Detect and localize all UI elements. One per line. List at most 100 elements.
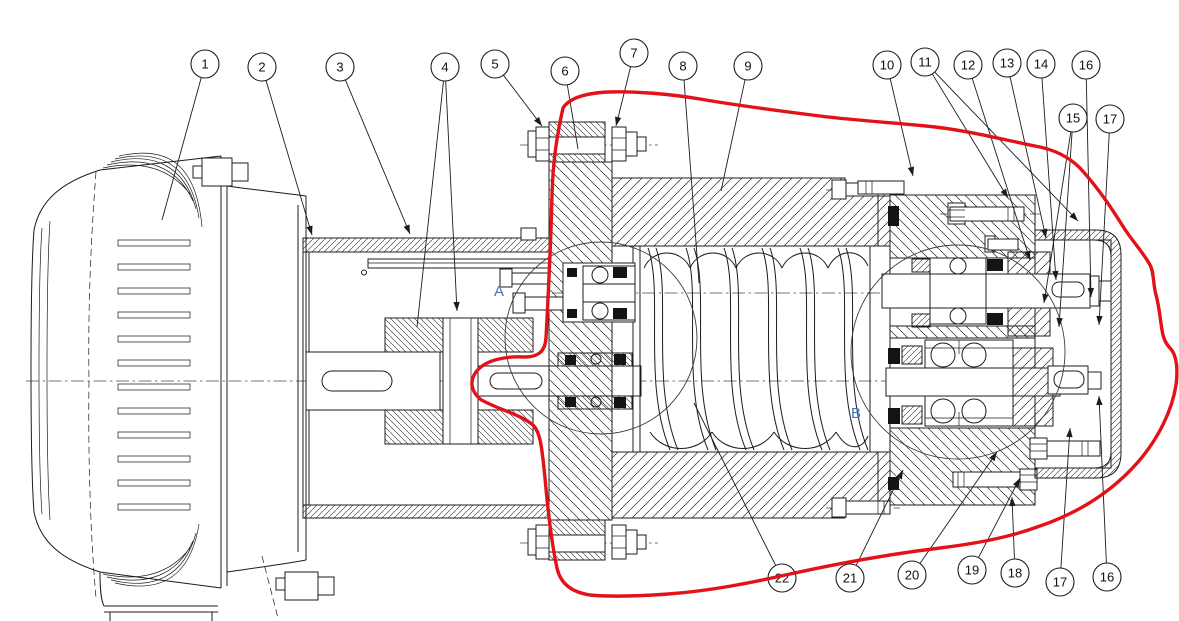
cover-bottom-stud-hex [1029, 437, 1048, 460]
leader-arrowhead [453, 301, 460, 311]
leader-line-12 [971, 78, 1031, 261]
balloon-19: 19 [957, 477, 1021, 585]
balloon-number-16: 16 [1100, 570, 1114, 585]
screw-rotor [643, 247, 869, 451]
leader-arrowhead [1024, 250, 1031, 260]
balloon-circle-7 [619, 38, 649, 68]
motor-lug-side [231, 162, 249, 182]
seal-ring-3 [565, 397, 576, 407]
lower-plug-slot [1053, 370, 1085, 389]
upper-right-retainer-2 [911, 313, 931, 328]
balloon-18: 18 [1000, 496, 1030, 588]
motor-foot [99, 571, 218, 621]
leader-line-18 [1011, 496, 1015, 560]
balloon-17: 17 [1045, 427, 1075, 597]
leader-arrowhead [1000, 188, 1008, 198]
balloon-number-13: 13 [1000, 56, 1014, 71]
detail-circle-a [504, 241, 698, 435]
leader-line-4 [416, 80, 444, 328]
leader-arrowhead [1056, 317, 1063, 327]
top-washer-left [527, 130, 537, 158]
housing-top-stud [949, 206, 1025, 222]
leader-arrowhead [1012, 478, 1020, 488]
balloon-circle-14 [1026, 49, 1056, 79]
lower-ball-3 [930, 398, 956, 424]
housing-small-bolt [987, 238, 1019, 251]
cover-bottom-stud-threads [1030, 441, 1089, 456]
leader-arrowhead [1096, 315, 1103, 325]
leader-line-16 [1098, 395, 1107, 564]
leader-line-4 [445, 80, 458, 312]
leader-arrowhead [896, 470, 903, 480]
balloon-9: 9 [720, 51, 763, 192]
detail-letter-a: A [494, 283, 504, 300]
balloon-21: 21 [835, 469, 904, 593]
casing-top-stud-hex [831, 179, 847, 200]
leader-arrowhead [1087, 287, 1095, 297]
motor-rear-cowl [30, 169, 101, 573]
balloon-circle-17 [1095, 104, 1125, 134]
lower-bearing-cage [925, 340, 1013, 426]
lower-ball-2 [961, 342, 987, 368]
bottom-nut-right [611, 524, 627, 560]
balloon-number-5: 5 [491, 57, 498, 72]
top-stud-end [636, 136, 647, 152]
bottom-nut-right-outer [625, 529, 638, 555]
balloon-15: 15 [1042, 103, 1088, 328]
upper-bearing-ball-bottom [591, 302, 609, 320]
bottom-stud-band [548, 534, 606, 553]
balloon-circle-5 [480, 49, 510, 79]
balloon-16: 16 [1092, 395, 1122, 592]
motor-bottom-bolt-side [317, 576, 335, 596]
bottom-nut-left [535, 524, 550, 560]
flange-body [548, 161, 613, 521]
balloon-5: 5 [480, 49, 543, 127]
bell-housing-bottom-plate [302, 504, 550, 519]
leader-line-11 [931, 73, 1009, 199]
leader-line-11 [934, 71, 1079, 222]
balloon-number-4: 4 [441, 60, 448, 75]
leader-arrowhead [1042, 293, 1049, 303]
bottom-hex-facets [536, 535, 626, 549]
balloon-1: 1 [161, 49, 220, 221]
balloon-10: 10 [872, 50, 915, 177]
housing-left-stud [857, 180, 905, 195]
leader-arrowhead [1009, 497, 1016, 507]
leader-line-21 [855, 469, 904, 566]
pump-casing [611, 177, 891, 519]
balloon-circle-11 [910, 47, 940, 77]
joint-seal-top [888, 206, 899, 226]
leader-line-16 [1085, 78, 1092, 298]
leader-arrowhead [1069, 212, 1078, 221]
top-nut-right [611, 126, 627, 162]
top-nut-right-outer [625, 131, 638, 157]
balloon-number-10: 10 [880, 58, 894, 73]
coupling-hub-right-bottom [477, 409, 534, 445]
balloon-number-15: 15 [1066, 111, 1080, 126]
housing-left-stud-threads [865, 181, 873, 194]
detail-circle-b [850, 244, 1066, 460]
balloon-circle-6 [550, 56, 580, 86]
leader-line-15 [1043, 131, 1072, 304]
balloon-number-6: 6 [561, 64, 568, 79]
leader-line-17 [1098, 132, 1110, 326]
lower-retainer-1 [901, 345, 923, 365]
lower-plug-stem [1087, 371, 1102, 390]
balloon-circle-12 [953, 50, 983, 80]
balloon-circle-17 [1045, 567, 1075, 597]
shaft-seal-band-bottom [557, 395, 633, 410]
upper-seal-2 [613, 308, 627, 319]
balloon-number-7: 7 [630, 46, 637, 61]
lower-ball-1 [930, 342, 956, 368]
balloon-circle-16 [1071, 50, 1101, 80]
balloon-3: 3 [325, 52, 411, 235]
balloon-number-19: 19 [965, 563, 979, 578]
upper-seal-1 [613, 267, 627, 278]
casing-end-plates [632, 192, 879, 505]
upper-seal-3 [567, 268, 577, 277]
rotor-helix-curves [647, 247, 869, 451]
casing-bottom-stud-threads [877, 501, 885, 514]
housing-bottom-stud-threads [957, 472, 1037, 487]
joint-seal-bottom [888, 477, 899, 490]
